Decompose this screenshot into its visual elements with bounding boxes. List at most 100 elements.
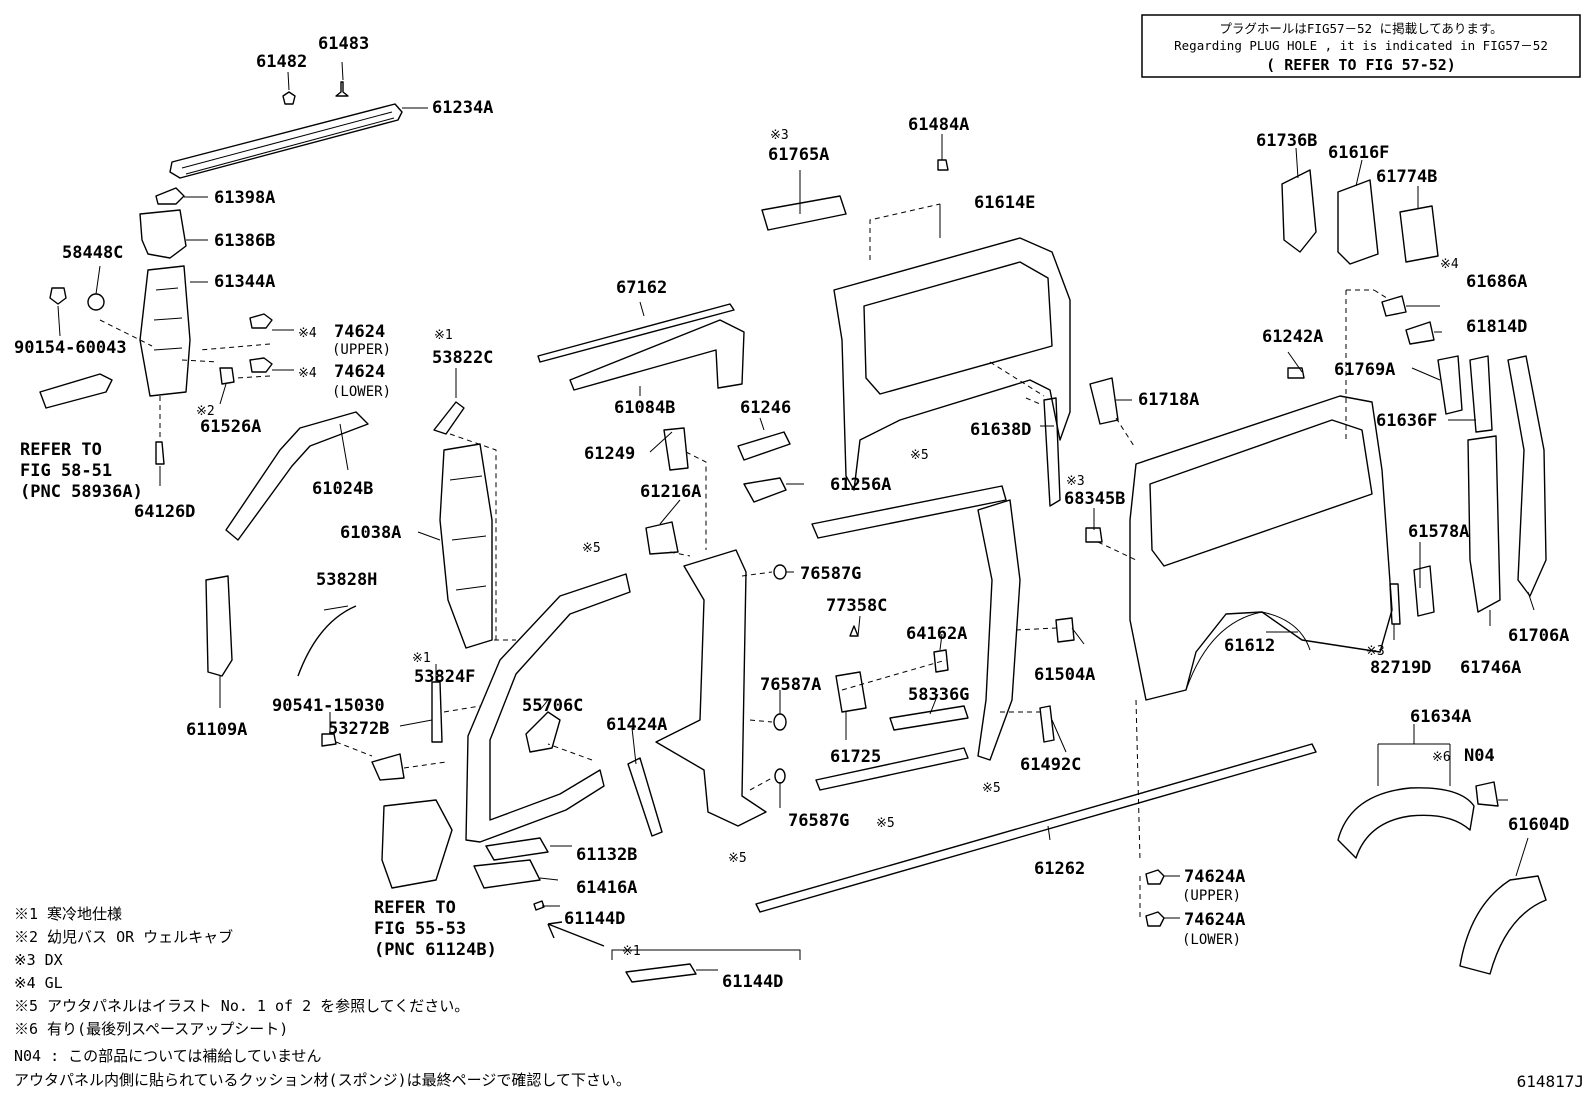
clip-61484A	[937, 159, 949, 171]
legend-line-1: ※1 寒冷地仕様	[14, 905, 122, 923]
bracket-82719D	[1389, 583, 1401, 625]
label-61482: 61482	[256, 52, 307, 72]
legend-line-6: ※6 有り(最後列スペースアップシート)	[14, 1020, 288, 1038]
nut-58448C	[87, 293, 105, 311]
label-61249: 61249	[584, 444, 635, 464]
clip-74624A-upper	[1145, 869, 1165, 885]
bracket-refer-58936A	[39, 373, 113, 409]
refer-58936A-line3: (PNC 58936A)	[20, 482, 143, 502]
pillar-61746A	[1467, 435, 1501, 613]
label-61132B: 61132B	[576, 845, 637, 865]
leader-lines	[57, 61, 1535, 971]
pillar-61706A	[1507, 355, 1547, 597]
label-61725: 61725	[830, 747, 881, 767]
refer-58936A-line1: REFER TO	[20, 440, 102, 460]
label-74624A-upper: 74624A	[1184, 867, 1245, 887]
pad-58336G	[889, 705, 969, 731]
bracket-61492C	[1039, 705, 1055, 743]
label-74624-lower: 74624	[334, 362, 385, 382]
clip-61482	[282, 91, 296, 105]
label-61718A: 61718A	[1138, 390, 1199, 410]
label-61578A: 61578A	[1408, 522, 1469, 542]
label-76587G-lower: 76587G	[788, 811, 849, 831]
label-61686A: 61686A	[1466, 272, 1527, 292]
label-61616F: 61616F	[1328, 143, 1389, 163]
clip-61144D	[533, 900, 545, 911]
label-61256A: 61256A	[830, 475, 891, 495]
label-61144D: 61144D	[564, 909, 625, 929]
label-61484A: 61484A	[908, 115, 969, 135]
label-61344A: 61344A	[214, 272, 275, 292]
label-53272B: 53272B	[328, 719, 389, 739]
bracket-61774B	[1399, 205, 1439, 263]
label-61262: 61262	[1034, 859, 1085, 879]
bracket-61216A	[645, 521, 679, 555]
center-pillar	[655, 549, 767, 827]
label-74624A-lower: 74624A	[1184, 910, 1245, 930]
label-74624-upper-sub: (UPPER)	[332, 342, 391, 358]
seal-53824F	[431, 681, 443, 743]
bracket-61256A	[743, 477, 787, 503]
mark-53824F: ※1	[412, 651, 431, 666]
clip-74624A-lower	[1145, 911, 1165, 927]
label-61024B: 61024B	[312, 479, 373, 499]
bracket-61504A	[1055, 617, 1075, 643]
bracket-61416A	[473, 859, 541, 889]
refer-58936A-line2: FIG 58-51	[20, 461, 112, 481]
label-55706C: 55706C	[522, 696, 583, 716]
label-61483: 61483	[318, 34, 369, 54]
label-61765A: 61765A	[768, 145, 829, 165]
mark-rocker: ※5	[876, 816, 895, 831]
label-61736B: 61736B	[1256, 131, 1317, 151]
reinforcement-61109A	[205, 575, 233, 677]
header-note-line3: ( REFER TO FIG 57-52)	[1266, 56, 1456, 74]
mark-74624-upper: ※4	[298, 326, 317, 341]
label-61234A: 61234A	[432, 98, 493, 118]
label-74624A-upper-sub: (UPPER)	[1182, 888, 1241, 904]
label-61504A: 61504A	[1034, 665, 1095, 685]
mark-door-frame: ※5	[582, 541, 601, 556]
mark-61144D-bottom: ※1	[622, 944, 641, 959]
label-61038A: 61038A	[340, 523, 401, 543]
weatherstrip-53828H	[297, 605, 357, 677]
wheelhouse-61604D	[1459, 875, 1547, 975]
label-61769A: 61769A	[1334, 360, 1395, 380]
mark-rear-pillar: ※5	[982, 781, 1001, 796]
mark-53822C: ※1	[434, 328, 453, 343]
legend: ※1 寒冷地仕様 ※2 幼児バス OR ウェルキャブ ※3 DX ※4 GL ※…	[14, 905, 631, 1089]
gusset-61386B	[139, 209, 187, 259]
seal-53822C	[433, 401, 465, 435]
mark-82719D: ※3	[1366, 644, 1385, 659]
mark-74624-lower: ※4	[298, 366, 317, 381]
pillar-inner-61038A	[439, 443, 493, 649]
clip-74624-lower	[249, 357, 273, 373]
label-53824F: 53824F	[414, 667, 475, 687]
mark-61765A: ※3	[770, 128, 789, 143]
label-64126D: 64126D	[134, 502, 195, 522]
label-77358C: 77358C	[826, 596, 887, 616]
panel-61614E	[833, 237, 1071, 491]
part-drawings	[39, 81, 1547, 983]
label-61706A: 61706A	[1508, 626, 1569, 646]
plug-61242A	[1287, 367, 1305, 379]
bracket-68345B	[1085, 527, 1103, 543]
refer-notes: REFER TO FIG 58-51 (PNC 58936A) REFER TO…	[20, 440, 497, 960]
bracket-61736B	[1281, 169, 1317, 253]
label-61614E: 61614E	[974, 193, 1035, 213]
label-61084B: 61084B	[614, 398, 675, 418]
mark-N04: ※6	[1432, 750, 1451, 765]
legend-line-2: ※2 幼児バス OR ウェルキャブ	[14, 928, 233, 946]
label-58448C: 58448C	[62, 243, 123, 263]
plug-76587G	[773, 564, 787, 580]
bracket-61578A	[1413, 565, 1435, 617]
label-53828H: 53828H	[316, 570, 377, 590]
door-frame-front	[465, 573, 631, 843]
molding-61262	[755, 743, 1317, 913]
label-74624-lower-sub: (LOWER)	[332, 384, 391, 400]
mark-61526A: ※2	[196, 404, 215, 419]
plate-61526A	[219, 367, 235, 385]
label-61144D-bottom: 61144D	[722, 972, 783, 992]
refer-61124B-line1: REFER TO	[374, 898, 456, 918]
label-74624-upper: 74624	[334, 322, 385, 342]
